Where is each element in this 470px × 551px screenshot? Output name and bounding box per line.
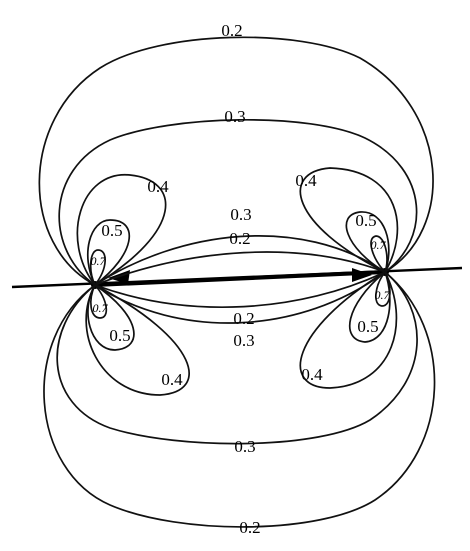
contour-0.7-upper-right xyxy=(370,235,388,273)
label-arc-upper-outer: 0.3 xyxy=(230,205,251,224)
label-arc-upper-inner: 0.2 xyxy=(229,229,250,248)
label-left-lower-lobe: 0.4 xyxy=(161,370,183,389)
label-arc-lower-inner: 0.2 xyxy=(233,309,254,328)
contour-0.4-upper-left xyxy=(76,174,167,286)
contour-0.4-lower-left xyxy=(85,284,190,396)
label-right-lower-lobe: 0.4 xyxy=(301,365,323,384)
arc-0.2-upper xyxy=(94,251,386,286)
label-second-top: 0.3 xyxy=(224,107,245,126)
contour-0.3-upper xyxy=(58,118,418,286)
label-second-bottom: 0.3 xyxy=(234,437,255,456)
label-outer-top: 0.2 xyxy=(221,21,242,40)
contour-0.5-lower-left xyxy=(87,284,135,351)
contour-0.3-lower xyxy=(56,271,418,445)
label-right-upper-lobe: 0.4 xyxy=(295,171,317,190)
label-arc-lower-outer: 0.3 xyxy=(233,331,254,350)
label-left-lower-inner: 0.5 xyxy=(109,326,130,345)
contour-0.5-upper-right xyxy=(345,211,390,273)
label-right-upper-inner: 0.5 xyxy=(355,211,376,230)
contour-0.7-lower-left xyxy=(90,284,108,319)
contour-0.5-upper-left xyxy=(86,219,131,286)
central-shaft xyxy=(95,270,385,287)
label-right-lower-core: 0.7 xyxy=(375,288,391,302)
label-left-upper-inner: 0.5 xyxy=(101,221,122,240)
contour-0.2-upper xyxy=(38,36,434,286)
contour-0.4-upper-right xyxy=(299,167,399,273)
arc-0.2-lower xyxy=(94,271,386,309)
contour-0.2-lower xyxy=(43,271,436,528)
label-right-lower-inner: 0.5 xyxy=(357,317,378,336)
contour-0.4-lower-right xyxy=(299,271,398,389)
label-right-upper-core: 0.7 xyxy=(371,238,387,252)
right-arrowhead xyxy=(352,268,372,282)
contour-0.5-lower-right xyxy=(349,271,391,343)
arc-0.3-lower xyxy=(94,271,386,324)
label-left-upper-core: 0.7 xyxy=(91,254,107,268)
label-left-lower-core: 0.7 xyxy=(93,301,109,315)
arc-0.3-upper xyxy=(94,235,386,286)
label-left-upper-lobe: 0.4 xyxy=(147,177,169,196)
label-outer-bottom: 0.2 xyxy=(239,518,260,537)
contour-0.7-upper-left xyxy=(89,249,106,286)
